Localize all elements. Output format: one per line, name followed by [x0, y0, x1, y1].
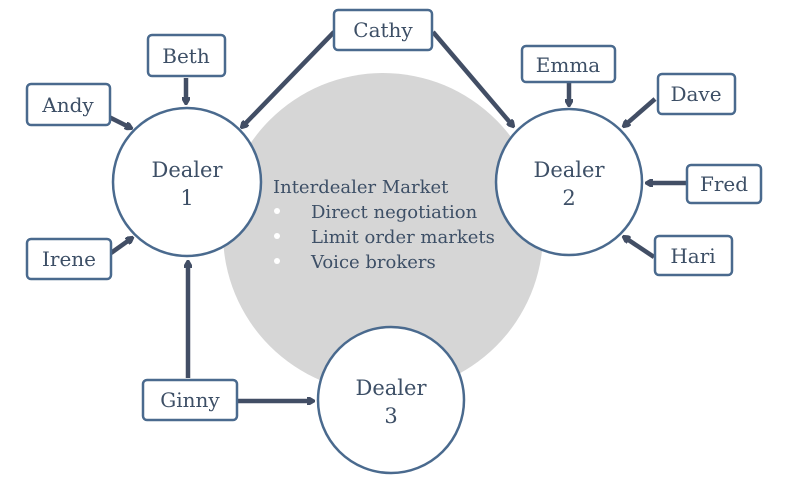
- person-box-andy: Andy: [25, 82, 112, 127]
- person-box-beth: Beth: [146, 33, 227, 78]
- person-name-andy: Andy: [41, 93, 94, 117]
- arrow-dave-to-dealer2: [624, 97, 657, 126]
- arrow-irene-to-dealer1: [109, 238, 132, 255]
- person-name-ginny: Ginny: [160, 388, 220, 412]
- dealer-2-number: 2: [562, 186, 575, 210]
- dealer-2-label: Dealer: [534, 158, 606, 182]
- person-box-hari: Hari: [653, 234, 734, 277]
- person-box-emma: Emma: [520, 44, 617, 84]
- person-box-dave: Dave: [656, 72, 737, 116]
- person-box-cathy: Cathy: [332, 8, 434, 52]
- dealer-3-node: Dealer 3: [316, 325, 466, 475]
- dealer-3-number: 3: [384, 404, 397, 428]
- person-box-irene: Irene: [25, 237, 113, 281]
- person-name-beth: Beth: [162, 44, 210, 68]
- market-item-voice-brokers: Voice brokers: [310, 252, 436, 273]
- market-item-limit-order-markets: Limit order markets: [311, 227, 495, 248]
- arrow-cathy-to-dealer2: [431, 30, 513, 126]
- person-name-cathy: Cathy: [353, 18, 413, 42]
- person-box-fred: Fred: [685, 163, 763, 205]
- interdealer-market-text: Interdealer Market Direct negotiation Li…: [273, 177, 495, 273]
- market-item-direct-negotiation: Direct negotiation: [311, 202, 478, 223]
- person-name-irene: Irene: [42, 247, 96, 271]
- person-name-emma: Emma: [536, 53, 601, 77]
- person-name-hari: Hari: [670, 244, 715, 268]
- dealer-3-label: Dealer: [356, 376, 428, 400]
- bullet-icon: [274, 258, 280, 264]
- dealer-1-number: 1: [180, 186, 193, 210]
- arrow-hari-to-dealer2: [624, 237, 656, 259]
- interdealer-market-area: [223, 73, 543, 393]
- person-name-dave: Dave: [670, 82, 721, 106]
- dealer-1-node: Dealer 1: [111, 106, 263, 258]
- arrow-cathy-to-dealer1: [242, 30, 336, 127]
- bullet-icon: [274, 233, 280, 239]
- person-name-fred: Fred: [700, 172, 748, 196]
- dealer-2-node: Dealer 2: [494, 107, 644, 257]
- connection-arrows: [101, 30, 686, 401]
- market-title: Interdealer Market: [273, 177, 449, 198]
- person-box-ginny: Ginny: [141, 378, 239, 422]
- dealer-1-label: Dealer: [152, 158, 224, 182]
- bullet-icon: [274, 208, 280, 214]
